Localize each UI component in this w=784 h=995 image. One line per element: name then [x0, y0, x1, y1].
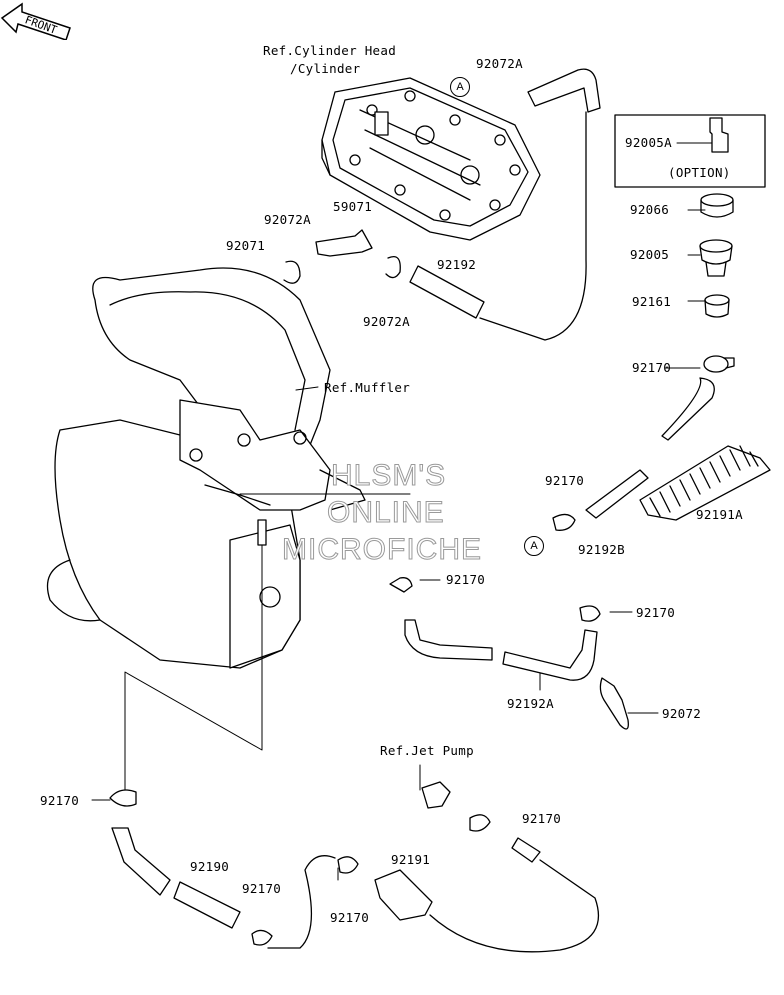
- cap-92066: [700, 193, 734, 218]
- part-92072a-low: 92072A: [363, 314, 410, 329]
- hose-92192a: [389, 577, 629, 730]
- label-ref-cylinder-head: Ref.Cylinder Head: [263, 43, 397, 58]
- part-92005a: 92005A: [625, 135, 672, 150]
- cylinder-head-drawing: [321, 77, 541, 241]
- part-92072: 92072: [662, 706, 702, 721]
- part-92071: 92071: [226, 238, 266, 253]
- part-92072a-left: 92072A: [264, 212, 311, 227]
- part-92192b: 92192B: [578, 542, 625, 557]
- watermark-line1: HLSM'S: [330, 459, 447, 492]
- watermark-line3: MICROFICHE: [282, 533, 482, 566]
- muffler-drawing: [46, 267, 366, 669]
- label-ref-cylinder: /Cylinder: [290, 61, 361, 76]
- label-option: (OPTION): [668, 165, 731, 180]
- part-92161: 92161: [632, 294, 672, 309]
- part-92066: 92066: [630, 202, 670, 217]
- part-92191a: 92191A: [696, 507, 743, 522]
- hose-92192-route: [409, 68, 601, 341]
- callout-a-bottom: A: [524, 536, 544, 556]
- label-ref-jet-pump: Ref.Jet Pump: [380, 743, 474, 758]
- part-59071: 59071: [333, 199, 373, 214]
- part-92005: 92005: [630, 247, 670, 262]
- part-92170-left: 92170: [40, 793, 80, 808]
- hose-bottom: [109, 781, 600, 953]
- part-92170-bot: 92170: [242, 881, 282, 896]
- option-box: [614, 114, 766, 188]
- callout-a-top: A: [450, 77, 470, 97]
- part-92072a-top: 92072A: [476, 56, 523, 71]
- hose-right: [552, 377, 771, 531]
- part-92170-right: 92170: [632, 360, 672, 375]
- part-92170-mid: 92170: [545, 473, 585, 488]
- fitting-92005a: [709, 117, 729, 153]
- part-92191: 92191: [391, 852, 431, 867]
- part-92170-rmid: 92170: [636, 605, 676, 620]
- front-label: FRONT: [23, 13, 59, 37]
- cap-92161: [704, 294, 730, 318]
- watermark-line2: ONLINE: [327, 496, 445, 529]
- part-92170-center: 92170: [446, 572, 486, 587]
- part-92192: 92192: [437, 257, 477, 272]
- part-92170-b2: 92170: [330, 910, 370, 925]
- label-ref-muffler: Ref.Muffler: [324, 380, 411, 395]
- leader-lines: [91, 85, 713, 881]
- front-arrow-icon: FRONT: [0, 2, 71, 40]
- fitting-92005: [699, 239, 733, 277]
- part-92192a: 92192A: [507, 696, 554, 711]
- part-92190: 92190: [190, 859, 230, 874]
- clamp-92170-right: [703, 355, 735, 373]
- part-92170-pump: 92170: [522, 811, 562, 826]
